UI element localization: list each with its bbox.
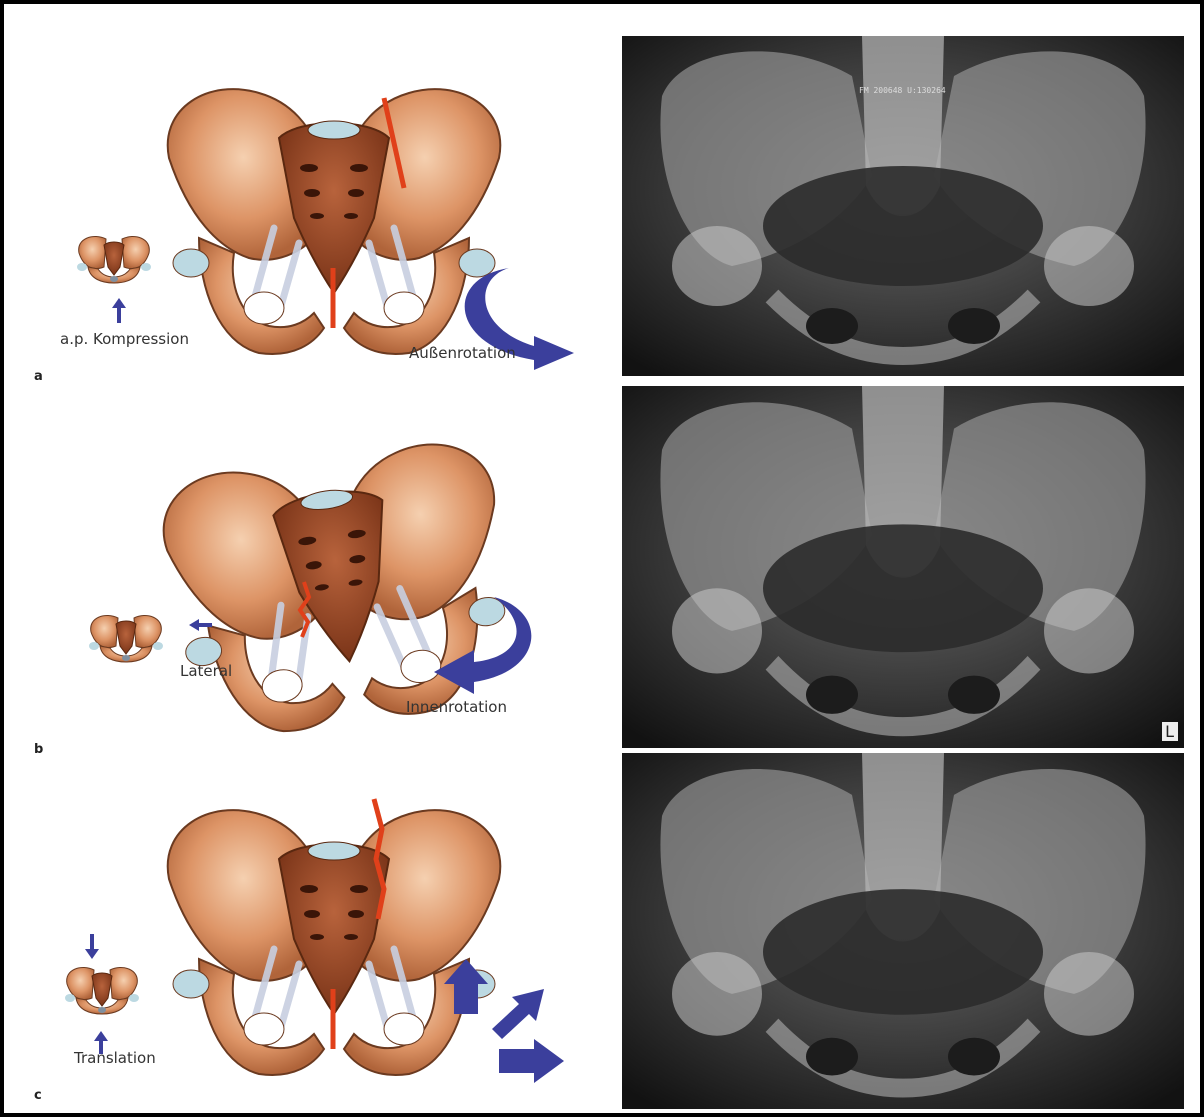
- label-aussenrotation: Außenrotation: [409, 344, 516, 362]
- arrow-up-icon: [112, 298, 126, 323]
- label-translation: Translation: [74, 1049, 156, 1067]
- xray-a: FM 200648 U:130264: [622, 36, 1184, 376]
- small-pelvis-icon-a: [77, 237, 151, 283]
- translation-arrow-right-icon: [499, 1039, 564, 1083]
- label-ap-compression: a.p. Kompression: [60, 330, 189, 348]
- panel-c: Translation c: [4, 749, 1200, 1113]
- translation-arrow-diagonal-icon: [492, 989, 544, 1039]
- arrow-down-icon: [85, 934, 99, 959]
- small-pelvis-icon-b: [89, 616, 163, 662]
- xray-b: L: [622, 386, 1184, 748]
- panel-letter-c: c: [34, 1088, 42, 1103]
- small-pelvis-icon-c: [65, 968, 139, 1014]
- xray-print-a: FM 200648 U:130264: [859, 86, 946, 95]
- panel-a: a.p. Kompression Außenrotation a FM 2006…: [4, 28, 1200, 398]
- xray-side-marker: L: [1162, 722, 1178, 741]
- figure-frame: a.p. Kompression Außenrotation a FM 2006…: [4, 4, 1200, 1113]
- panel-b: Lateral Innenrotation b L: [4, 382, 1200, 752]
- label-innenrotation: Innenrotation: [406, 698, 507, 716]
- label-lateral: Lateral: [180, 662, 232, 680]
- xray-c: [622, 753, 1184, 1109]
- illustration-b: [4, 382, 614, 752]
